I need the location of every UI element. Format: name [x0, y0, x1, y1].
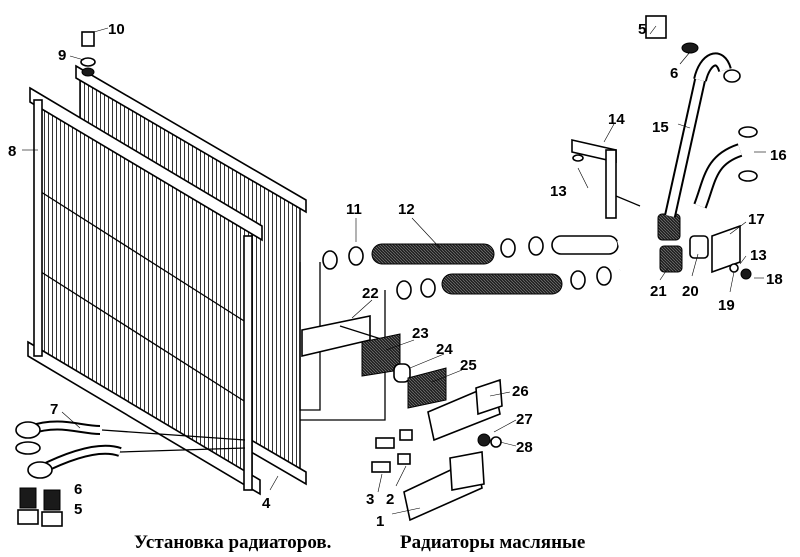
leader-lines	[22, 25, 766, 515]
callout-15: 15	[652, 119, 669, 136]
top-plug	[80, 31, 96, 77]
callout-10: 10	[108, 21, 125, 38]
callout-2: 2	[386, 491, 394, 508]
callout-21: 21	[650, 283, 667, 300]
callout-24: 24	[436, 341, 453, 358]
callout-12: 12	[398, 201, 415, 218]
callout-5-left: 5	[74, 501, 82, 518]
callout-20: 20	[682, 283, 699, 300]
lower-oil-lines	[15, 420, 246, 527]
callout-25: 25	[460, 357, 477, 374]
rubber-sleeves	[657, 213, 709, 273]
callout-1: 1	[376, 513, 384, 530]
mounting-parts	[301, 315, 447, 409]
callout-7: 7	[50, 401, 58, 418]
caption-subtitle: Радиаторы масляные	[400, 532, 585, 553]
callout-5-right: 5	[638, 21, 646, 38]
callout-9: 9	[58, 47, 66, 64]
callout-14: 14	[608, 111, 625, 128]
supports	[371, 378, 503, 522]
callout-19: 19	[718, 297, 735, 314]
upper-hose-line	[322, 229, 661, 270]
callout-26: 26	[512, 383, 529, 400]
bracket-14	[571, 138, 641, 219]
callout-labels: 10 9 8 7 6 5 4 11 12 22 23 24 25 26 27 2…	[8, 21, 787, 530]
callout-27: 27	[516, 411, 533, 428]
callout-17: 17	[748, 211, 765, 228]
caption-title: Установка радиаторов.	[134, 532, 331, 553]
callout-11: 11	[346, 201, 362, 218]
callout-16: 16	[770, 147, 787, 164]
callout-6-left: 6	[74, 481, 82, 498]
elbow-pipe	[693, 126, 758, 209]
callout-4: 4	[262, 495, 271, 512]
callout-22: 22	[362, 285, 379, 302]
callout-23: 23	[412, 325, 429, 342]
callout-6-right: 6	[670, 65, 678, 82]
callout-13-lower: 13	[750, 247, 767, 264]
front-radiator	[27, 86, 263, 496]
callout-3: 3	[366, 491, 374, 508]
lower-hose-line	[396, 254, 664, 300]
callout-13-upper: 13	[550, 183, 567, 200]
clamp-17	[711, 224, 752, 280]
callout-28: 28	[516, 439, 533, 456]
callout-18: 18	[766, 271, 783, 288]
callout-8: 8	[8, 143, 16, 160]
vertical-pipe	[645, 15, 741, 218]
